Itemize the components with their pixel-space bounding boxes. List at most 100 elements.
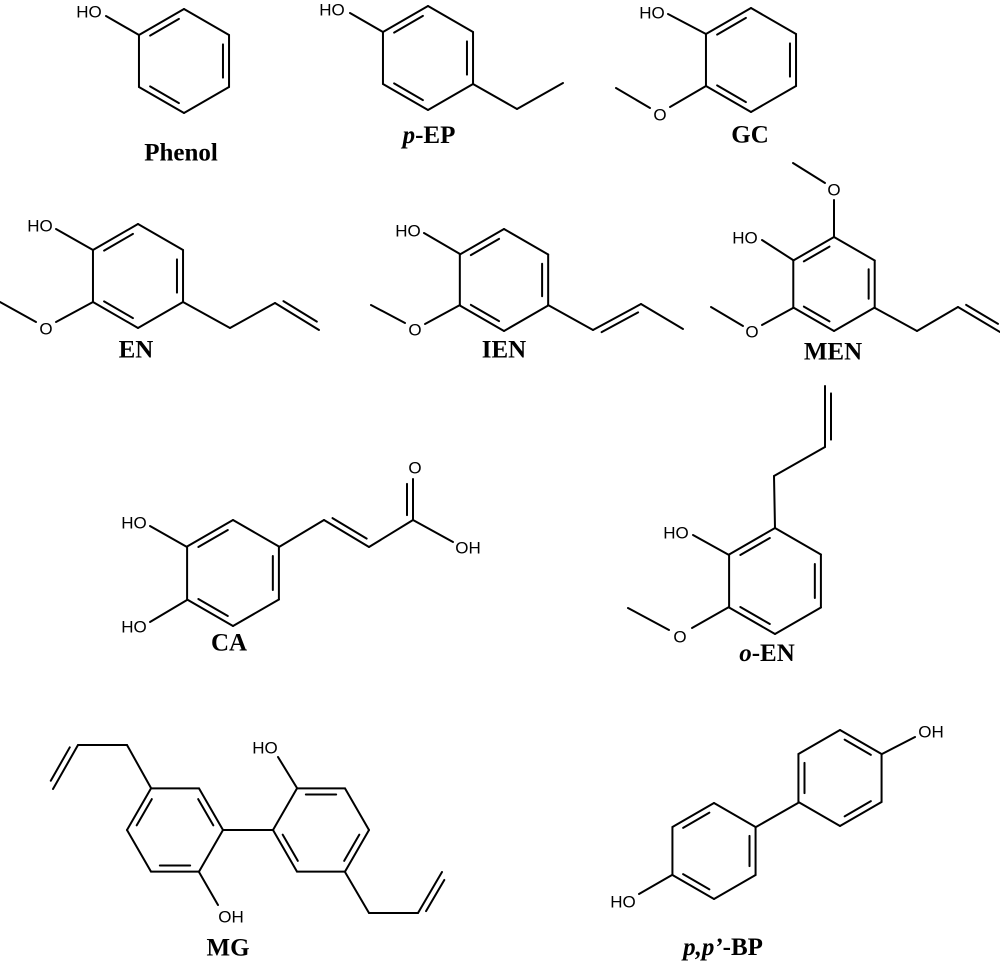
chain-bond: [692, 534, 730, 556]
name-rest: -EP: [415, 122, 455, 149]
ring-bond: [704, 7, 752, 35]
ring-bond: [137, 8, 185, 36]
ring-bond: [186, 519, 234, 548]
chain-bond: [755, 802, 799, 828]
ring-bond: [91, 223, 139, 251]
molecule-en: HO O EN: [27, 217, 153, 364]
atom-label: O: [39, 320, 52, 339]
molecule-name: p,p’-BP: [681, 934, 763, 961]
ring-bond: [797, 801, 841, 827]
ring-bond: [839, 801, 883, 827]
ring-bond: [126, 787, 152, 831]
molecule-ien: HO O IEN: [395, 222, 526, 364]
ring-bond: [671, 802, 715, 828]
ring-double-bond: [103, 300, 134, 320]
name-rest: -EN: [752, 640, 795, 667]
chain-bond: [669, 85, 707, 108]
chain-bond: [547, 304, 594, 331]
molecule-name: MG: [206, 935, 249, 962]
atom-label: HO: [663, 524, 689, 543]
chain-bond: [516, 82, 564, 110]
ring-bond: [458, 228, 505, 256]
atom-label: O: [653, 106, 666, 125]
atom-label: HO: [121, 618, 147, 637]
ring-bond: [774, 527, 822, 556]
name-rest: -BP: [723, 934, 763, 961]
atom-label: O: [827, 181, 840, 200]
chain-bond: [229, 302, 276, 329]
chain-bond: [691, 606, 730, 629]
ring-bond: [833, 306, 876, 332]
atom-label: O: [408, 459, 421, 478]
ring-double-bond: [469, 303, 501, 323]
chain-bond: [773, 446, 826, 477]
ring-bond: [344, 829, 370, 873]
ring-bond: [126, 829, 152, 873]
ring-bond: [381, 5, 429, 33]
ring-double-bond: [281, 833, 299, 862]
chain-bond: [424, 304, 461, 325]
chain-bond: [874, 307, 918, 332]
molecule-ca: HO HO O OH CA: [121, 459, 481, 657]
atom-label: HO: [27, 217, 53, 236]
chain-bond: [627, 607, 670, 631]
molecule-mg: OH HO MG: [206, 739, 277, 962]
chain-bond: [792, 162, 826, 184]
ring-double-bond: [149, 17, 180, 37]
ring-bond: [728, 606, 776, 635]
chain-bond: [667, 13, 707, 35]
ring-bond: [186, 598, 234, 627]
ring-bond: [344, 787, 370, 831]
ring-bond: [503, 304, 550, 332]
atom-label: HO: [639, 4, 665, 23]
atom-label: OH: [455, 539, 481, 558]
chain-bond: [105, 15, 140, 36]
ring-bond: [198, 829, 224, 873]
ring-bond: [728, 527, 776, 556]
molecule-name: IEN: [482, 337, 526, 364]
ring-bond: [833, 236, 876, 262]
molecule-name: o-EN: [739, 640, 795, 667]
ring-bond: [137, 223, 185, 251]
chain-bond: [957, 306, 1000, 333]
ring-double-bond: [843, 800, 872, 818]
molecule-name: MEN: [804, 339, 862, 366]
molecule-name: EN: [119, 337, 154, 364]
ring-double-bond: [469, 237, 501, 257]
ring-bond: [272, 787, 298, 831]
chain-bond: [323, 519, 370, 548]
chain-bond: [592, 303, 642, 331]
atom-label: O: [673, 628, 686, 647]
ring-bond: [704, 85, 752, 113]
chain-bond: [412, 519, 454, 543]
molecule-men: O HO O MEN: [732, 181, 862, 366]
ring-double-bond: [843, 738, 872, 756]
ring-double-bond: [135, 798, 153, 827]
ring-double-bond: [739, 605, 771, 626]
atom-label: HO: [252, 739, 278, 758]
chain-bond: [344, 871, 370, 914]
ring-double-bond: [343, 833, 361, 862]
ring-double-bond: [149, 85, 180, 105]
ring-bond: [713, 874, 757, 900]
ring-double-bond: [197, 597, 229, 618]
bonds: [0, 5, 1000, 914]
chain-bond: [417, 871, 443, 914]
ring-bond: [91, 301, 139, 329]
chain-bond: [55, 228, 94, 251]
atom-label: HO: [395, 222, 421, 241]
chain-bond: [370, 304, 406, 324]
ring-bond: [792, 306, 835, 332]
molecule-gc: HO O GC: [639, 4, 769, 149]
molecule-name: CA: [211, 630, 247, 657]
chain-double-bond: [49, 746, 71, 782]
ring-bond: [671, 874, 715, 900]
chain-bond: [126, 744, 152, 789]
ring-bond: [381, 83, 429, 111]
ring-bond: [232, 519, 280, 548]
ring-bond: [792, 236, 835, 262]
chain-bond: [198, 871, 219, 906]
chain-double-bond: [425, 878, 446, 913]
atom-label: HO: [121, 514, 147, 533]
